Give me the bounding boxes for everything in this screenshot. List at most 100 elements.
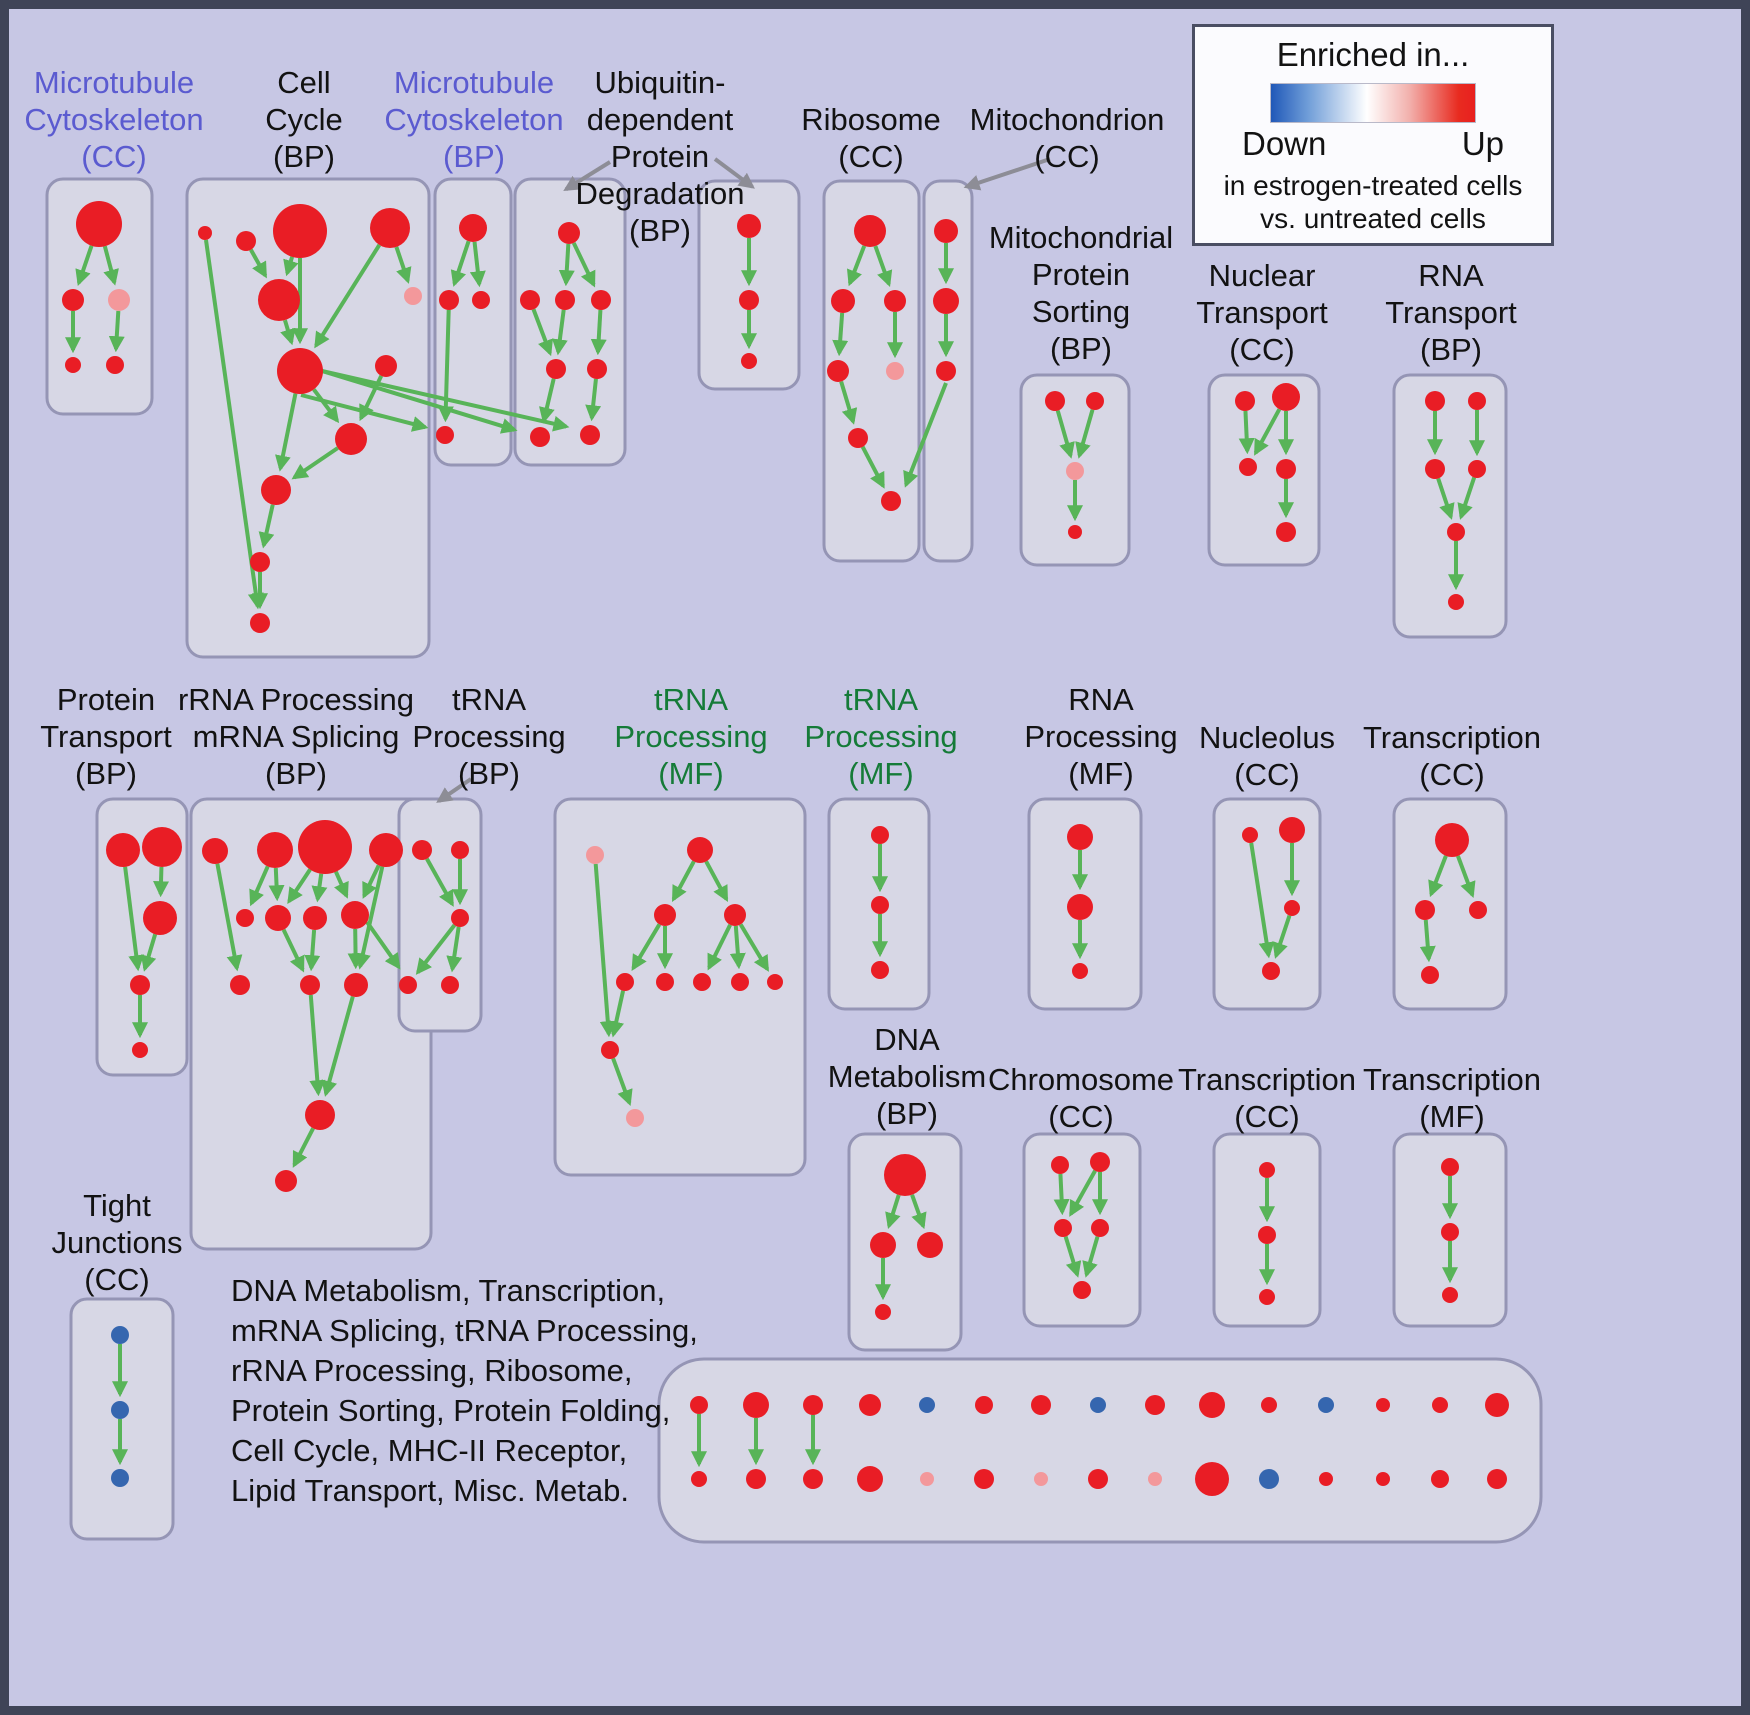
go-term-node xyxy=(1261,1397,1277,1413)
edge-arrow xyxy=(1436,477,1455,520)
go-term-node xyxy=(305,1100,335,1130)
edge-arrow xyxy=(123,866,145,972)
cluster-label-trna-processing-mf-1: tRNA Processing (MF) xyxy=(614,682,768,791)
cluster-label-rrna-processing-mrna-splicing-bp: rRNA Processing mRNA Splicing (BP) xyxy=(177,682,415,791)
edge-arrow xyxy=(362,864,381,899)
go-term-node xyxy=(111,1326,129,1344)
go-term-node xyxy=(258,279,300,321)
go-term-node xyxy=(1066,462,1084,480)
edge-arrow xyxy=(590,309,607,356)
go-term-node xyxy=(1441,1223,1459,1241)
edge-arrow xyxy=(571,242,596,288)
go-term-node xyxy=(1199,1392,1225,1418)
go-term-node xyxy=(250,552,270,572)
cluster-box-trna-processing-bp xyxy=(397,797,483,1033)
go-term-node xyxy=(439,290,459,310)
go-term-node xyxy=(917,1232,943,1258)
go-term-node xyxy=(1279,817,1305,843)
edge-arrow xyxy=(108,310,125,353)
go-term-node xyxy=(934,219,958,243)
go-term-node xyxy=(261,475,291,505)
go-term-node xyxy=(1258,1226,1276,1244)
go-term-node xyxy=(857,1466,883,1492)
cluster-box-trna-processing-mf-1 xyxy=(553,797,807,1177)
cluster-label-nuclear-transport-cc: Nuclear Transport (CC) xyxy=(1196,258,1328,367)
go-term-node xyxy=(236,231,256,251)
edge-arrow xyxy=(671,860,696,902)
edge-arrow xyxy=(738,923,770,972)
edge-arrow xyxy=(539,378,556,424)
cluster-label-rna-transport-bp: RNA Transport (BP) xyxy=(1385,258,1517,367)
go-term-node xyxy=(1425,391,1445,411)
edge-arrow xyxy=(631,923,662,972)
cluster-label-transcription-cc-2: Transcription (CC) xyxy=(1177,1062,1357,1134)
go-term-node xyxy=(265,905,291,931)
go-term-node xyxy=(1415,900,1435,920)
edge-arrow xyxy=(347,928,364,970)
edge-arrow xyxy=(140,933,158,972)
go-term-node xyxy=(1148,1472,1162,1486)
cluster-label-dna-metabolism-bp: DNA Metabolism (BP) xyxy=(827,1022,987,1131)
edge-arrow xyxy=(281,928,305,973)
edge-arrow xyxy=(334,870,349,899)
edge-arrow xyxy=(308,994,326,1097)
go-term-node xyxy=(871,826,889,844)
edge-arrow xyxy=(885,1194,901,1229)
cluster-label-chromosome-cc: Chromosome (CC) xyxy=(987,1062,1175,1134)
go-term-node xyxy=(546,359,566,379)
go-term-node xyxy=(586,846,604,864)
legend-gradient-bar xyxy=(1270,83,1476,123)
go-term-node xyxy=(1091,1219,1109,1237)
go-term-node xyxy=(1376,1398,1390,1412)
go-term-node xyxy=(974,1469,994,1489)
go-term-node xyxy=(1195,1462,1229,1496)
go-term-node xyxy=(459,214,487,242)
go-term-node xyxy=(335,423,367,455)
cluster-box-microtubule-cytoskeleton-bp xyxy=(433,177,513,467)
go-term-node xyxy=(1447,523,1465,541)
go-term-node xyxy=(1432,1397,1448,1413)
edge-arrow xyxy=(249,865,270,907)
go-term-node xyxy=(250,613,270,633)
edge-arrow xyxy=(355,866,385,970)
label-pointer-arrow xyxy=(436,777,473,803)
edge-arrow xyxy=(249,248,268,279)
go-term-node xyxy=(520,290,540,310)
go-term-node xyxy=(731,973,749,991)
go-term-node xyxy=(1425,459,1445,479)
go-term-node xyxy=(803,1395,823,1415)
edge-arrow xyxy=(593,863,616,1038)
go-term-node xyxy=(298,820,352,874)
go-term-node xyxy=(616,973,634,991)
edge-arrow xyxy=(531,308,553,357)
go-term-node xyxy=(746,1469,766,1489)
cluster-label-mitochondrial-protein-sorting-bp: Mitochondrial Protein Sorting (BP) xyxy=(988,220,1174,366)
edge-arrow xyxy=(551,309,568,356)
label-pointer-arrow xyxy=(563,160,612,192)
go-term-node xyxy=(1073,1281,1091,1299)
go-term-node xyxy=(741,353,757,369)
edge-arrow xyxy=(304,929,321,972)
go-term-node xyxy=(691,1471,707,1487)
edge-arrow xyxy=(311,873,328,903)
go-term-node xyxy=(587,359,607,379)
go-term-node xyxy=(1485,1393,1509,1417)
edge-arrow xyxy=(321,369,570,432)
edge-arrow xyxy=(153,866,170,898)
go-term-node xyxy=(1088,1469,1108,1489)
edge-arrow xyxy=(312,388,340,424)
legend-up-label: Up xyxy=(1461,125,1504,162)
edge-arrow xyxy=(365,920,401,970)
edge-arrow xyxy=(1053,1173,1070,1216)
go-term-node xyxy=(273,204,327,258)
go-term-node xyxy=(257,832,293,868)
go-term-node xyxy=(1259,1162,1275,1178)
go-term-node xyxy=(106,833,140,867)
go-term-node xyxy=(580,425,600,445)
go-term-node xyxy=(654,904,676,926)
go-term-node xyxy=(884,1154,926,1196)
edge-arrow xyxy=(1253,408,1282,456)
edge-arrow xyxy=(102,245,119,286)
edge-arrow xyxy=(446,926,463,973)
